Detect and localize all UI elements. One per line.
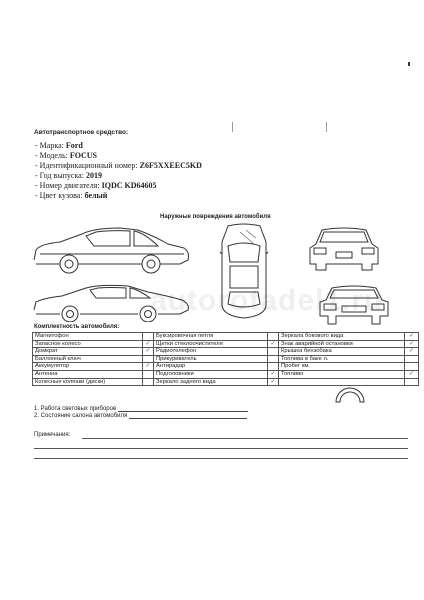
vehicle-year: - Год выпуска: 2019 [35,171,102,180]
kit-check-cell: ✓ [267,369,279,379]
kit-check-cell [267,354,279,364]
notes-line [34,448,408,449]
kit-check-cell: ✓ [142,347,154,356]
kit-item-cell: Щетки стеклоочистителя [153,339,268,349]
vehicle-model: - Модель: FOCUS [35,151,97,160]
kit-item-cell: Зеркало заднего вида [153,377,268,387]
kit-item-cell: Антирадар [153,362,268,371]
kit-table: Магнитофон Буксировочная петля Зеркала бок… [32,332,419,387]
kit-row: Баллонный ключ Прикуриватель Топлива в бак… [32,354,419,364]
notes-line [34,458,408,459]
kit-check-cell: ✓ [404,369,419,379]
kit-check-cell: ✓ [267,377,279,387]
kit-check-cell: ✓ [142,339,154,349]
check-interior: 2. Состояние салона автомобиля [34,412,247,419]
vehicle-vin: - Идентификационный номер: Z6F5XXEEC5KD [35,161,202,170]
kit-item-cell: Домкрат [32,347,143,356]
fuel-gauge-arc [335,387,365,403]
notes-label: Примечания: [34,432,71,438]
kit-item-cell: Колесные колпаки (диски) [32,377,143,387]
kit-item-cell: Буксировочная петля [153,332,268,341]
kit-item-cell [278,377,405,387]
kit-item-cell: Зеркала бокового вида [278,332,405,341]
kit-check-cell: ✓ [404,347,419,356]
kit-item-cell: Пробег км. [278,362,405,371]
check-interior-line [128,412,247,419]
notes-line [82,438,408,439]
kit-check-cell [142,354,154,364]
kit-check-cell: ✓ [404,339,419,349]
kit-check-cell [267,362,279,371]
kit-check-cell [142,369,154,379]
kit-item-cell: Прикуриватель [153,354,268,364]
kit-check-cell [404,354,419,364]
scan-line [326,122,327,132]
kit-check-cell: ✓ [267,339,279,349]
kit-heading: Комплектность автомобиля: [34,324,120,330]
kit-check-cell [404,377,419,387]
vehicle-make: - Марка: Ford [35,141,83,150]
kit-item-cell: Топливо [278,369,405,379]
car-rear-view [309,227,379,271]
damage-title: Наружные повреждения автомобиля [160,214,271,220]
kit-item-cell: Топлива в баке л. [278,354,405,364]
kit-check-cell [267,347,279,356]
vehicle-engine-number: - Номер двигателя: IQDC KD64605 [35,181,157,190]
kit-check-cell: ✓ [404,332,419,341]
kit-row: Аккумулятор✓Антирадар Пробег км. [32,362,419,371]
kit-row: Запасное колесо✓Щетки стеклоочистителя✓З… [32,339,419,349]
kit-item-cell: Антенна [32,369,143,379]
kit-check-cell [267,332,279,341]
kit-row: Колесные колпаки (диски) Зеркало заднего … [32,377,419,387]
kit-item-cell: Знак аварийной остановки [278,339,405,349]
check-lights: 1. Работа световых приборов [34,405,248,412]
car-side-view-right [33,284,189,322]
car-side-view-left [33,227,189,274]
kit-check-cell: ✓ [142,362,154,371]
kit-check-cell [142,332,154,341]
check-lights-line [117,405,248,412]
kit-check-cell [404,362,419,371]
kit-item-cell: Крышка бензобака [278,347,405,356]
scan-mark [408,62,410,66]
car-top-view [219,223,269,319]
kit-item-cell: Запасное колесо [32,339,143,349]
vehicle-color: - Цвет кузова: белый [35,191,108,200]
kit-item-cell: Аккумулятор [32,362,143,371]
kit-row: Магнитофон Буксировочная петля Зеркала бок… [32,332,419,341]
vehicle-heading: Автотранспортное средство: [34,129,129,136]
car-front-view [319,285,389,325]
kit-item-cell: Подголовники [153,369,268,379]
watermark: autorotadel1.ru [150,284,384,317]
kit-item-cell: Радиотелефон [153,347,268,356]
scan-line [232,122,233,132]
kit-item-cell: Баллонный ключ [32,354,143,364]
kit-item-cell: Магнитофон [32,332,143,341]
kit-check-cell [142,377,154,387]
